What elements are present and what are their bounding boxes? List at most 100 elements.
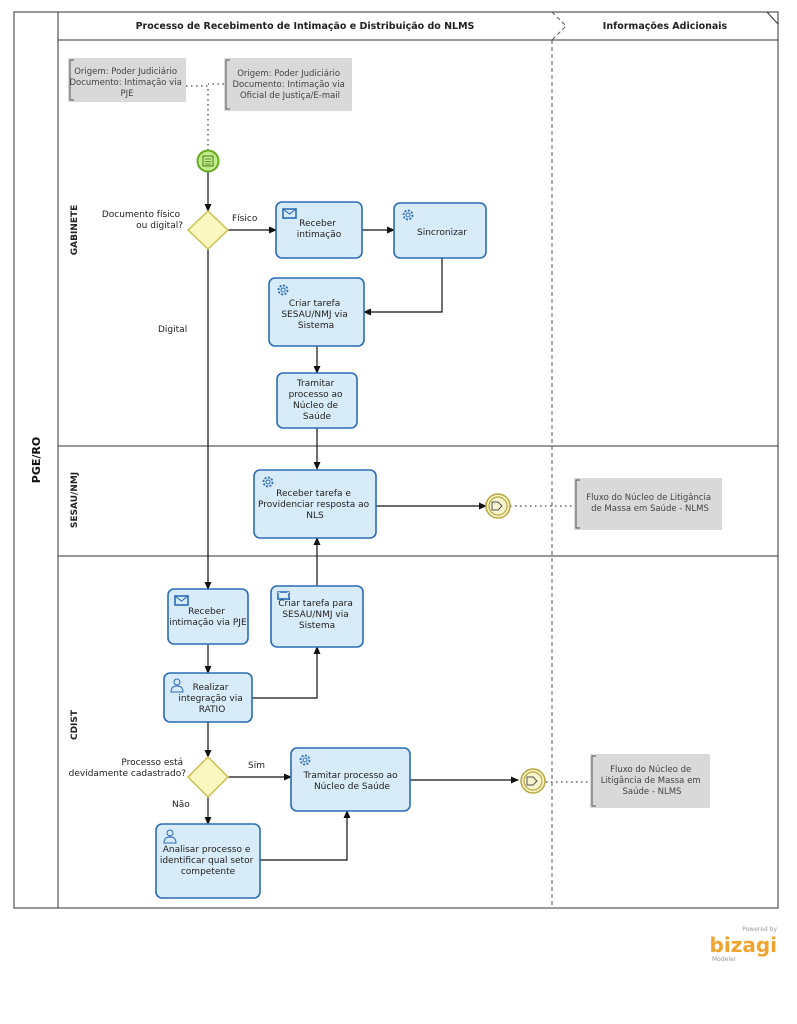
gear-icon [277,284,289,296]
svg-text:Tramitar processo ao: Tramitar processo ao Núcleo de Saúde [289,379,346,422]
task-label-line: Criar tarefa [289,299,340,309]
svg-text:Origem: Poder Judiciário: Origem: Poder Judiciário Documento: Inti… [70,67,185,99]
svg-text:Receber tarefa e Provide: Receber tarefa e Providenciar resposta a… [258,489,372,521]
flow-label-sim: Sim [248,761,265,771]
gateway-question: Processo está [121,758,183,768]
end-event-cdist[interactable] [520,768,546,794]
gear-icon [402,209,414,221]
svg-text:Origem: Poder Judiciário: Origem: Poder Judiciário Documento: Inti… [233,69,348,101]
gear-icon [299,754,311,766]
annotation-line: Fluxo do Núcleo de Litigância [586,493,711,503]
annotation-nlms-cdist: Fluxo do Núcleo de Litigância de Massa e… [590,754,710,808]
user-icon [170,678,184,693]
annotation-oficial: Origem: Poder Judiciário Documento: Inti… [224,58,352,111]
lane-cdist-label: CDIST [70,709,80,740]
gateway-question: Documento físico [102,210,181,220]
task-label-line: Núcleo de [293,401,339,411]
associations [186,83,590,783]
gear-icon [262,476,274,488]
lane-gabinete-label: GABINETE [70,205,80,256]
task-label-line: Receber tarefa e [276,489,351,499]
annotation-nlms-sesau: Fluxo do Núcleo de Litigância de Massa e… [574,478,722,530]
task-label-line: intimação via PJE [169,618,247,628]
task-label-line: Criar tarefa para [278,599,353,609]
task-label-line: Sincronizar [417,228,467,238]
sequence-flows [204,172,519,861]
powered-by-text: Powered by [742,926,777,933]
svg-text:Analisar processo e iden: Analisar processo e identificar qual set… [160,845,256,877]
task-label-line: SESAU/NMJ via [281,310,347,320]
task-receber-intimacao-pje[interactable]: Receber intimação via PJE [167,588,249,645]
lane-sesau-label: SESAU/NMJ [70,472,80,528]
annotation-line: Fluxo do Núcleo de [610,765,691,775]
task-label-line: processo ao [289,390,343,400]
svg-text:Fluxo do Núcleo de Litig: Fluxo do Núcleo de Litigância de Massa e… [601,765,704,797]
task-label-line: Núcleo de Saúde [314,782,391,792]
task-label-line: Saúde [303,412,332,422]
task-tramitar-processo[interactable]: Tramitar processo ao Núcleo de Saúde [276,372,358,429]
side-phase-header: Informações Adicionais [603,21,728,32]
svg-text:Processo está devidamente: Processo está devidamente cadastrado? [69,758,187,779]
link-arrow-icon [491,501,503,511]
svg-text:Sincronizar: Sincronizar [417,228,467,238]
task-label-line: SESAU/NMJ via [282,610,348,620]
annotation-line: Origem: Poder Judiciário [237,69,340,79]
svg-text:Tramitar processo ao Núc: Tramitar processo ao Núcleo de Saúde [302,771,400,792]
gateway-fisico-digital[interactable] [186,209,230,251]
main-phase-header: Processo de Recebimento de Intimação e D… [136,21,475,32]
svg-text:Fluxo do Núcleo de Litigância: Fluxo do Núcleo de Litigância de Massa e… [586,493,714,514]
task-label-line: identificar qual setor [160,856,254,866]
gateway-cadastrado[interactable] [186,755,230,799]
annotation-line: Saúde - NLMS [623,787,682,797]
task-label-line: Sistema [298,321,334,331]
task-label-line: Receber [299,219,336,229]
annotation-line: Origem: Poder Judiciário [74,67,177,77]
annotation-line: de Massa em Saúde - NLMS [591,504,709,514]
task-label-line: NLS [306,511,324,521]
task-criar-tarefa-sistema[interactable]: Criar tarefa SESAU/NMJ via Sistema [268,277,365,347]
gateway-question: ou digital? [136,221,183,231]
svg-text:Receber intimação via PJ: Receber intimação via PJE [169,607,247,628]
flow-label-digital: Digital [158,325,187,335]
brand-name: bizagi [710,933,777,957]
end-event-sesau[interactable] [485,493,511,519]
task-label-line: RATIO [199,705,226,715]
svg-text:Criar tarefa para SESAU/: Criar tarefa para SESAU/NMJ via Sistema [278,599,356,631]
task-tramitar-nucleo-saude[interactable]: Tramitar processo ao Núcleo de Saúde [290,747,411,812]
annotation-line: Litigância de Massa em [601,776,701,786]
task-label-line: Providenciar resposta ao [258,500,370,510]
envelope-icon [282,208,297,219]
flow-label-fisico: Físico [232,214,258,224]
envelope-filled-icon [277,591,290,600]
bizagi-logo: Powered by bizagi Modeler [710,926,778,963]
task-label-line: Realizar [193,683,229,693]
product-name: Modeler [712,956,737,963]
svg-text:Realizar integração via: Realizar integração via RATIO [178,683,245,715]
document-icon [202,155,214,167]
flow-label-nao: Não [172,800,190,810]
task-label-line: Analisar processo e [163,845,251,855]
link-arrow-icon [526,776,538,786]
annotation-pje: Origem: Poder Judiciário Documento: Inti… [68,58,186,102]
envelope-icon [174,595,189,606]
task-label-line: Sistema [299,621,335,631]
task-realizar-integracao[interactable]: Realizar integração via RATIO [163,672,253,723]
task-label-line: Tramitar processo ao [302,771,398,781]
task-criar-tarefa-sesau[interactable]: Criar tarefa para SESAU/NMJ via Sistema [270,585,364,648]
annotation-line: Documento: Intimação via [70,78,182,88]
start-event-message[interactable] [196,149,220,173]
task-analisar-processo[interactable]: Analisar processo e identificar qual set… [155,823,261,899]
svg-text:Documento físico ou digita: Documento físico ou digital? [102,210,183,231]
user-icon [163,829,177,844]
svg-text:Criar tarefa SESAU/NMJ v: Criar tarefa SESAU/NMJ via Sistema [281,299,350,331]
annotation-line: Documento: Intimação via [233,80,345,90]
task-receber-intimacao[interactable]: Receber intimação [275,201,363,259]
task-sincronizar[interactable]: Sincronizar [393,202,487,259]
task-label-line: intimação [297,230,342,240]
task-label-line: competente [181,867,236,877]
task-receber-tarefa-sesau[interactable]: Receber tarefa e Providenciar resposta a… [253,469,377,539]
task-label-line: Receber [188,607,225,617]
gateway-question: devidamente cadastrado? [69,769,187,779]
annotation-line: Oficial de Justiça/E-mail [240,91,340,101]
